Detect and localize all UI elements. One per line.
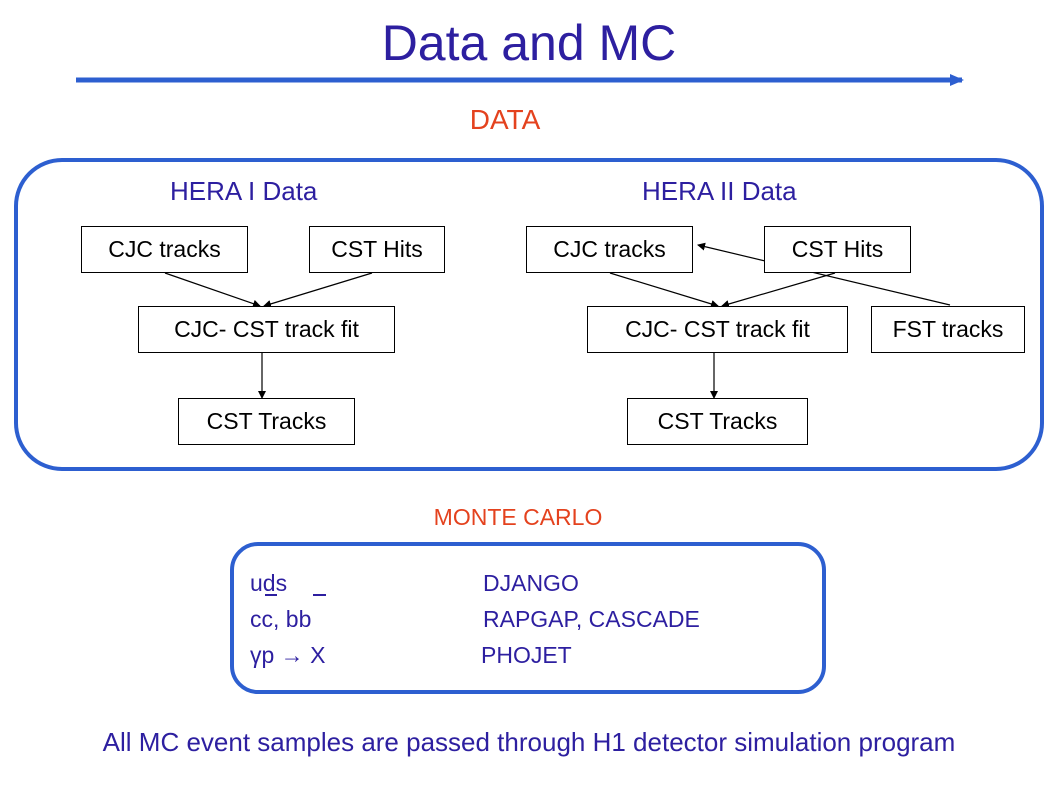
arrow-csthits-to-fit-1 [263,272,373,308]
data-panel [14,158,1044,471]
hera2-track-fit-box: CJC- CST track fit [587,306,848,353]
mc-process-photoproduction: γp → X [250,642,326,668]
arrow-cjc-to-fit-2 [609,272,719,308]
mc-process-uds: uds [250,570,288,596]
arrow-cjc-to-fit-1 [164,272,261,308]
mc-generator-phojet: PHOJET [481,642,572,668]
data-section-label: DATA [469,104,541,135]
mc-generator-rapgap: RAPGAP, CASCADE [483,606,700,632]
overbar-mark [313,594,326,596]
hera2-cst-hits-box: CST Hits [764,226,911,273]
hera2-cjc-tracks-box: CJC tracks [526,226,693,273]
hera2-fst-tracks-box: FST tracks [871,306,1025,353]
hera1-track-fit-box: CJC- CST track fit [138,306,395,353]
mc-section-label: MONTE CARLO [433,504,603,530]
hera1-cst-tracks-box: CST Tracks [178,398,355,445]
arrow-csthits-to-fit-2 [721,272,836,308]
hera2-heading: HERA II Data [642,176,797,206]
mc-generator-django: DJANGO [483,570,579,596]
overbar-mark [265,594,277,596]
mc-process-ccbb: cc, bb [250,606,312,632]
mc-panel [230,542,826,694]
footer-note: All MC event samples are passed through … [102,727,956,757]
hera1-heading: HERA I Data [170,176,318,206]
hera2-cst-tracks-box: CST Tracks [627,398,808,445]
arrow-fst-to-cjc-2 [697,242,951,306]
hera1-cjc-tracks-box: CJC tracks [81,226,248,273]
hera1-cst-hits-box: CST Hits [309,226,445,273]
page-title: Data and MC [381,15,677,71]
